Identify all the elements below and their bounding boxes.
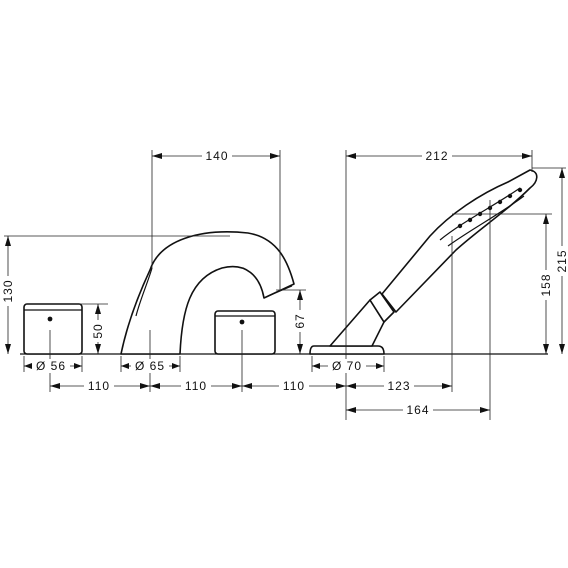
dim-total-height: 130	[1, 279, 15, 302]
hand-shower	[309, 169, 538, 355]
dim-shower-head-height: 158	[539, 273, 553, 296]
dim-shower-reach-1: 123	[387, 379, 410, 393]
objects	[20, 169, 548, 355]
dim-spacing-1: 110	[88, 379, 110, 393]
dim-spacing-2: 110	[185, 379, 207, 393]
dim-dia-holder: Ø 70	[332, 359, 362, 373]
dim-dia-knob: Ø 56	[36, 359, 66, 373]
dimension-labels: 140 212 130 215 158 50 67 Ø 56 Ø 65 Ø 70…	[1, 148, 568, 417]
dim-shower-height: 215	[555, 249, 568, 272]
dim-shower-length: 212	[425, 149, 448, 163]
dim-spacing-3: 110	[283, 379, 305, 393]
dim-shower-reach-2: 164	[406, 403, 429, 417]
dim-knob-height-right: 67	[293, 313, 307, 328]
right-knob	[214, 310, 276, 355]
left-knob	[23, 303, 83, 355]
arrowheads	[5, 153, 565, 413]
dim-knob-height-left: 50	[91, 323, 105, 338]
dim-spout-projection: 140	[205, 149, 228, 163]
dim-dia-spout: Ø 65	[135, 359, 165, 373]
